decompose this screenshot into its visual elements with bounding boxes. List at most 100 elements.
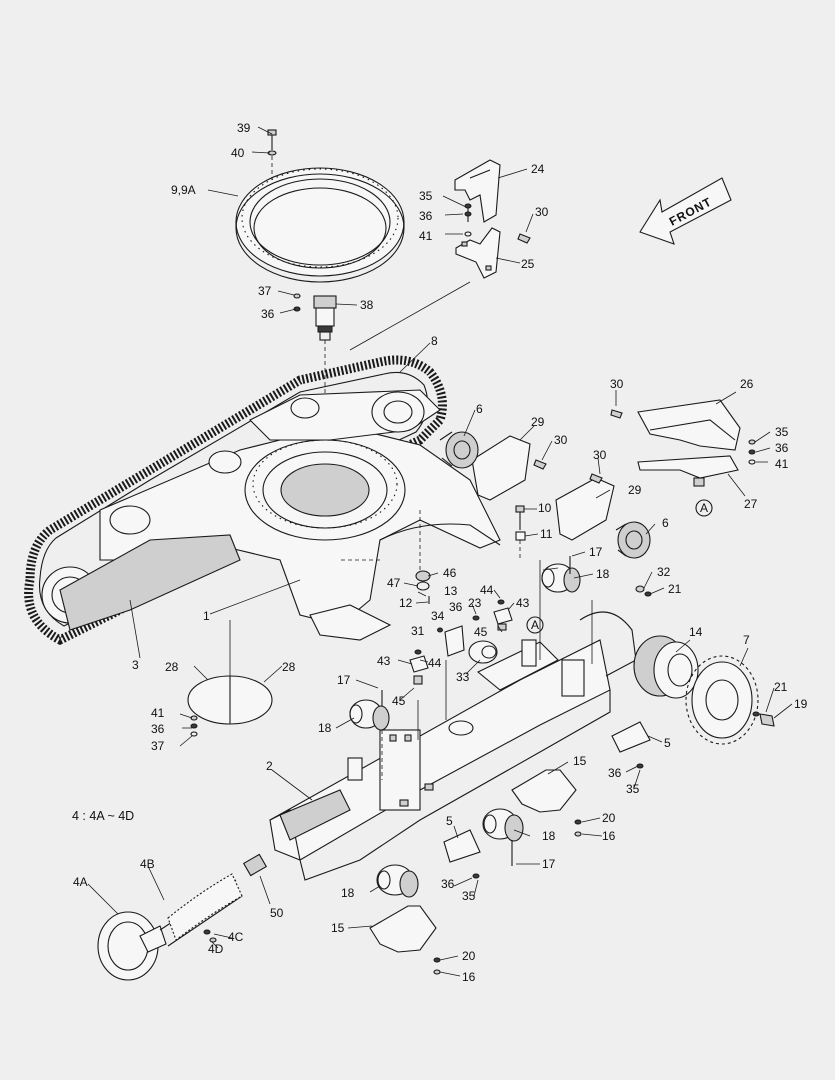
bolts-30 (533, 409, 756, 484)
callout-4c: 4C (228, 930, 244, 944)
callout-28: 28 (165, 660, 179, 674)
callout-36: 36 (151, 722, 165, 736)
callout-43: 43 (377, 654, 391, 668)
callout-37: 37 (258, 284, 272, 298)
lower-frame-1 (99, 389, 501, 641)
callout-44: 44 (428, 656, 442, 670)
callout-17: 17 (542, 857, 556, 871)
callout-30: 30 (610, 377, 624, 391)
callout-5: 5 (446, 814, 453, 828)
callout-4a: 4A (73, 875, 88, 889)
callout-27: 27 (744, 497, 758, 511)
assembly-note: 4 : 4A ~ 4D (72, 809, 134, 823)
callout-17: 17 (337, 673, 351, 687)
bracket-25 (455, 227, 501, 279)
callout-14: 14 (689, 625, 703, 639)
callout-29: 29 (531, 415, 545, 429)
guard-5a (611, 721, 651, 753)
callout-7: 7 (743, 633, 750, 647)
callout-36: 36 (261, 307, 275, 321)
final-drive-14 (633, 635, 699, 699)
callout-32: 32 (657, 565, 671, 579)
side-frame-2 (269, 611, 637, 881)
idler-assembly-4 (97, 853, 268, 981)
callout-8: 8 (431, 334, 438, 348)
callout-1: 1 (203, 609, 210, 623)
callout-21: 21 (774, 680, 788, 694)
slewing-ring (235, 167, 405, 283)
callout-40: 40 (231, 146, 245, 160)
callout-30: 30 (535, 205, 549, 219)
callout-38: 38 (360, 298, 374, 312)
track-frame-side (59, 534, 241, 631)
callout-3: 3 (132, 658, 139, 672)
track-roller-18b (349, 699, 390, 780)
callout-13: 13 (444, 584, 458, 598)
callout-15: 15 (331, 921, 345, 935)
callout-45: 45 (392, 694, 406, 708)
callout-35: 35 (626, 782, 640, 796)
travel-motor-6b (615, 521, 651, 559)
guard-5b (443, 829, 481, 863)
callout-36: 36 (775, 441, 789, 455)
callout-24: 24 (531, 162, 545, 176)
callout-45: 45 (474, 625, 488, 639)
callout-26: 26 (740, 377, 754, 391)
callout-35: 35 (462, 889, 476, 903)
cover-plate-28 (187, 620, 273, 737)
callout-20: 20 (462, 949, 476, 963)
callout-12: 12 (399, 596, 413, 610)
callout-34: 34 (431, 609, 445, 623)
bolt-35-36-41 (464, 203, 472, 237)
callout-33: 33 (456, 670, 470, 684)
cover-29b (555, 477, 615, 541)
guard-15b (369, 905, 437, 953)
callout-6: 6 (662, 516, 669, 530)
callout-50: 50 (270, 906, 284, 920)
marker-a-circles (526, 499, 713, 634)
cover-24 (454, 159, 501, 223)
callout-28: 28 (282, 660, 296, 674)
callout-30: 30 (554, 433, 568, 447)
callout-31: 31 (411, 624, 425, 638)
leader-lines (87, 126, 793, 977)
guard-15a (511, 769, 577, 813)
callout-15: 15 (573, 754, 587, 768)
marker-a: A (531, 618, 539, 632)
track-roller-18d (376, 864, 419, 898)
cover-29a (471, 435, 531, 501)
callout-29: 29 (628, 483, 642, 497)
front-direction-arrow: FRONT (639, 177, 732, 245)
callout-35: 35 (775, 425, 789, 439)
crawler-track-8 (24, 355, 447, 646)
callout-30: 30 (593, 448, 607, 462)
carrier-roller-33 (444, 625, 498, 664)
callout-23: 23 (468, 596, 482, 610)
callout-47: 47 (387, 576, 401, 590)
callout-6: 6 (476, 402, 483, 416)
callout-43: 43 (516, 596, 530, 610)
marker-a: A (700, 501, 708, 515)
callout-44: 44 (480, 583, 494, 597)
callout-18: 18 (341, 886, 355, 900)
track-roller-18a (541, 563, 581, 593)
callout-16: 16 (462, 970, 476, 984)
callout-25: 25 (521, 257, 535, 271)
callout-36: 36 (419, 209, 433, 223)
callout-11: 11 (540, 527, 553, 541)
hardware-cluster (409, 570, 513, 685)
bracket-27 (637, 455, 739, 487)
bolt-10-bushing-11 (515, 505, 526, 560)
callout-18: 18 (542, 829, 556, 843)
callout-20: 20 (602, 811, 616, 825)
callout-2: 2 (266, 759, 273, 773)
callout-39: 39 (237, 121, 251, 135)
callout-4d: 4D (208, 942, 224, 956)
callout-10: 10 (538, 501, 552, 515)
small-bolts (381, 556, 644, 975)
callout-18: 18 (596, 567, 610, 581)
bolt-30a (517, 233, 531, 244)
callout-41: 41 (775, 457, 789, 471)
